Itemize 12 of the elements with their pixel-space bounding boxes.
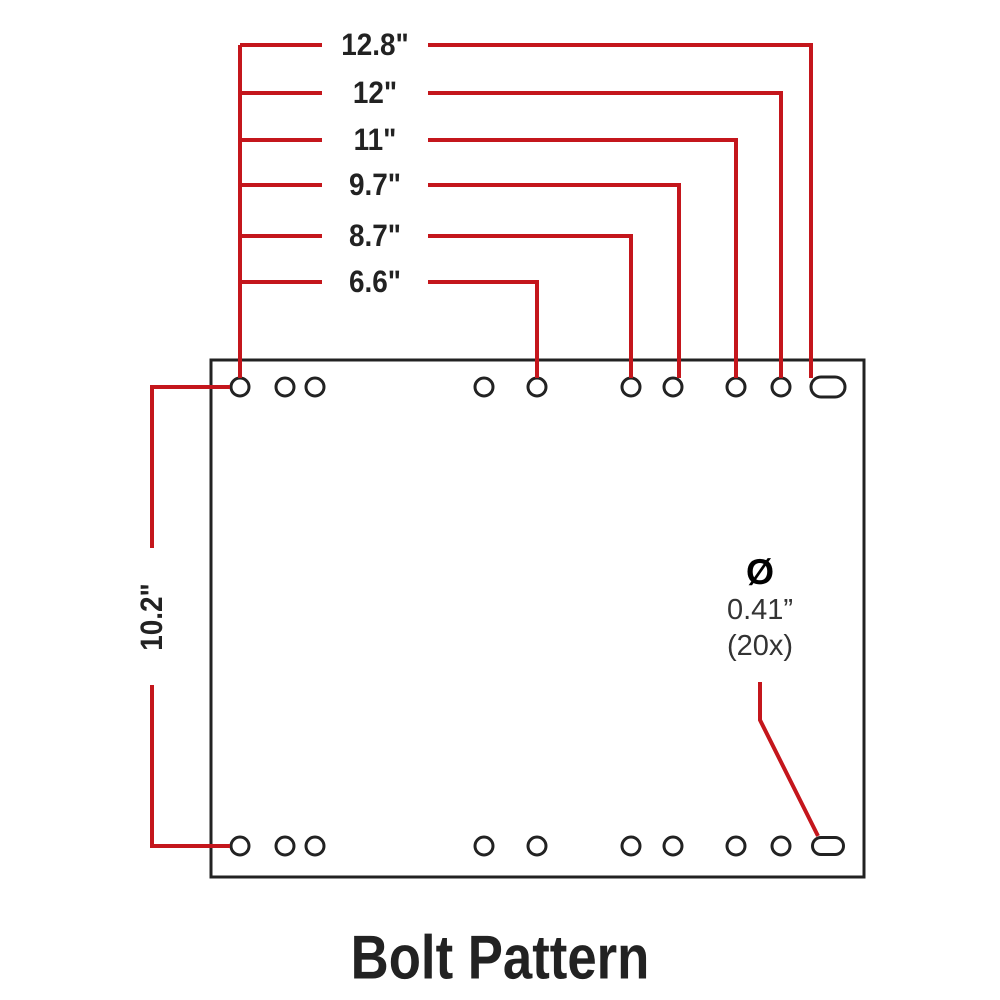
title: Bolt Pattern <box>350 922 650 994</box>
slot-hole <box>811 836 845 856</box>
dimension-label: 0.41” (20x) <box>726 593 794 664</box>
diameter-symbol: Ø <box>746 552 774 592</box>
dimension-label: 9.7" <box>349 167 401 203</box>
dimension-label: 10.2" <box>134 583 170 651</box>
dimension-label: 8.7" <box>349 218 401 254</box>
leader-line <box>758 682 820 837</box>
dimension-label: 12" <box>352 75 398 111</box>
dimension-label: 6.6" <box>349 264 401 300</box>
dimension-label: 12.8" <box>341 27 409 63</box>
dimension-label: 11" <box>354 122 396 158</box>
